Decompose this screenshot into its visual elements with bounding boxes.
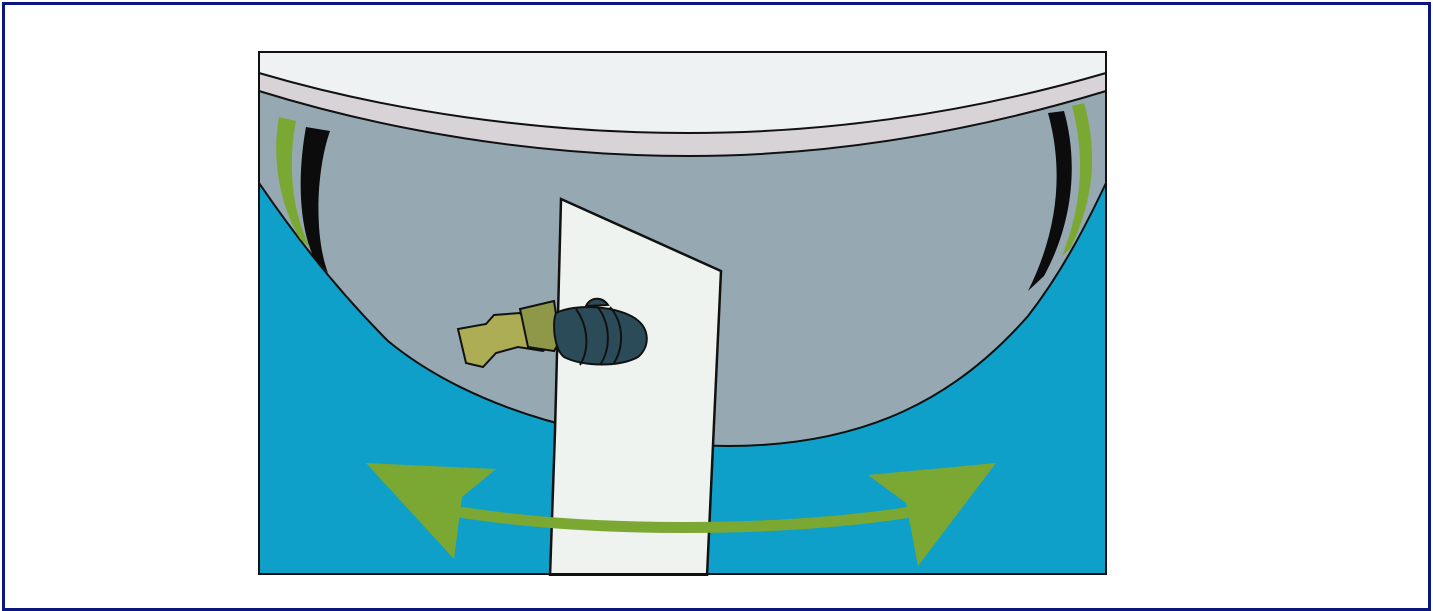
arrowhead-right-icon	[868, 463, 996, 566]
arrow-shaft	[452, 505, 919, 533]
fish-figure	[456, 297, 648, 369]
fish-body-lines	[575, 304, 623, 366]
left-green-stripe	[276, 117, 310, 247]
diagram-panel	[258, 51, 1107, 576]
arrowhead-left-icon	[366, 463, 496, 559]
double-arrow	[366, 463, 996, 566]
left-black-stripe	[300, 127, 330, 273]
diagram-illustration	[258, 51, 1107, 576]
right-green-stripe	[1062, 103, 1093, 256]
panel-border	[258, 51, 1107, 575]
fish-body	[553, 306, 648, 366]
blade-panel	[548, 197, 723, 576]
fish-dorsal	[584, 297, 610, 308]
right-black-stripe	[1028, 111, 1072, 291]
rim-top	[258, 51, 1107, 135]
